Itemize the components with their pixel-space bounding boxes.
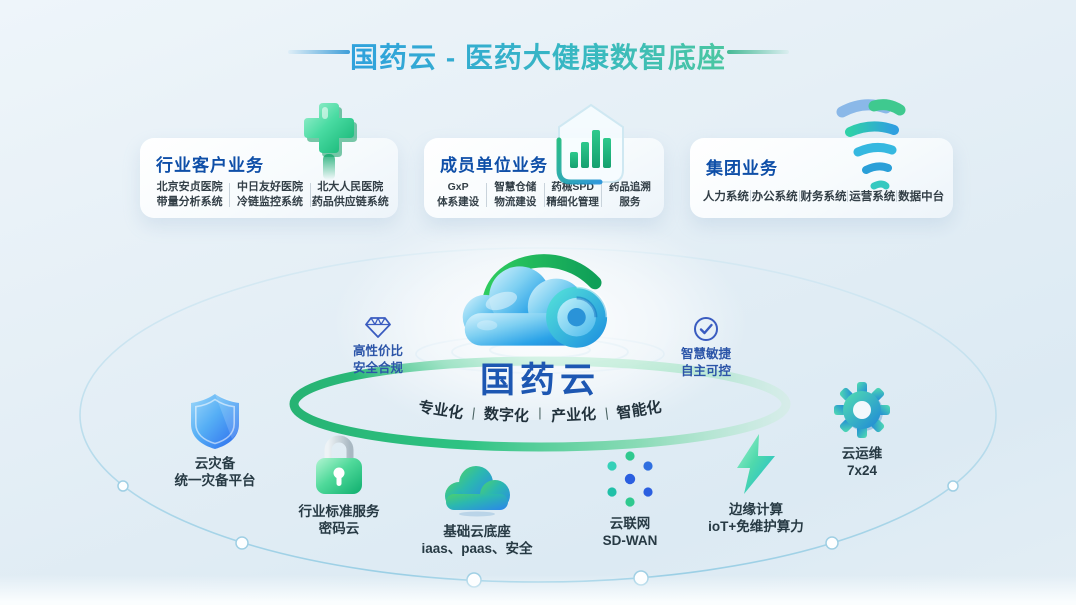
spiral-funnel-icon [836,99,906,190]
divider [309,182,311,207]
platform-item-password-cloud: 行业标准服务 密码云 [277,428,401,537]
capability-label: 数字化 [483,405,530,426]
item-title: 云灾备 [194,456,236,471]
card-items: GxP 体系建设 智慧仓储 物流建设 药械SPD 精细化管理 药品追溯 服务 [430,180,658,209]
platform-item-base-cloud: 基础云底座 iaas、paas、安全 [403,460,551,557]
card-item: 数据中台 [898,191,945,203]
platform-name: 国药云 [479,361,600,400]
platform-item-cloud-ops: 云运维 7x24 [802,380,922,479]
lock-icon [316,435,362,494]
item-title: 云运维 [841,446,883,461]
item-title: 边缘计算 [729,502,783,517]
card-industry-customer-business: 行业客户业务 北京安贞医院 带量分析系统 中日友好医院 冷链监控系统 北大人民医… [140,138,398,218]
item-subtitle: 统一灾备平台 [174,473,256,488]
divider [229,182,231,207]
item-subtitle: SD-WAN [602,533,658,548]
item-title: 基础云底座 [443,524,511,539]
gear-icon [834,382,890,438]
capabilities-row: 专业化 | 数字化 | 产业化 | 智能化 [398,399,682,426]
card-item: 中日友好医院 冷链监控系统 [236,181,303,208]
card-item: 北京安贞医院 带量分析系统 [156,181,223,208]
card-member-unit-business: 成员单位业务 GxP 体系建设 智慧仓储 物流建设 药械SPD 精细化管理 药品… [424,138,664,218]
card-item: 办公系统 [751,191,798,203]
lightning-icon [737,434,775,494]
card-title: 行业客户业务 [156,156,264,175]
item-subtitle: 7x24 [846,463,878,478]
card-item: 智慧仓储 物流建设 [494,181,537,208]
cloud-platform-icon [462,254,609,348]
divider [749,190,751,202]
divider [847,190,849,202]
diamond-icon [365,317,391,338]
platform-item-disaster-recovery: 云灾备 统一灾备平台 [153,392,277,489]
capability-separator: | [603,404,609,421]
card-title: 集团业务 [706,159,778,178]
divider [896,190,898,202]
item-subtitle: 密码云 [318,521,360,536]
card-group-business: 集团业务 人力系统 办公系统 财务系统 运营系统 数据中台 [690,138,953,218]
card-items: 人力系统 办公系统 财务系统 运营系统 数据中台 [702,188,945,204]
divider [600,182,602,207]
title-line-right [727,50,789,54]
capability-separator: | [470,404,477,421]
divider [486,182,488,207]
cloud-icon [445,466,510,517]
card-item: 财务系统 [800,191,847,203]
card-title: 成员单位业务 [440,156,548,175]
item-subtitle: iaas、paas、安全 [421,541,533,556]
check-circle-icon [694,317,718,341]
card-item: GxP 体系建设 [437,181,480,208]
medical-cross-icon [304,103,357,180]
card-item: 药品追溯 服务 [608,181,651,208]
item-subtitle: ioT+免维护算力 [708,519,804,534]
capability-separator: | [538,405,542,420]
card-item: 北大人民医院 药品供应链系统 [311,181,389,208]
page-title: 国药云 - 医药大健康数智底座 [0,36,1076,76]
title-line-left [288,50,350,54]
badge-line: 智慧敏捷 [680,347,731,361]
divider [543,182,545,207]
platform-item-cloud-network: 云联网 SD-WAN [570,448,690,549]
card-item: 人力系统 [702,191,749,203]
pentagon-bar-chart-icon [556,103,624,185]
card-items: 北京安贞医院 带量分析系统 中日友好医院 冷链监控系统 北大人民医院 药品供应链… [150,180,390,209]
capability-label: 产业化 [550,405,597,426]
item-title: 云联网 [609,516,651,531]
badge-line: 高性价比 [352,344,403,358]
shield-icon [191,394,239,449]
network-dots-icon [607,451,653,507]
badge-smart-controllable: 智慧敏捷 自主可控 [661,315,751,380]
badge-line: 自主可控 [680,364,731,378]
badge-cost-compliance: 高性价比 安全合规 [333,315,423,377]
item-title: 行业标准服务 [298,504,380,519]
badge-line: 安全合规 [352,361,403,375]
divider [798,190,800,202]
platform-item-edge-computing: 边缘计算 ioT+免维护算力 [692,432,820,535]
card-item: 运营系统 [849,191,896,203]
